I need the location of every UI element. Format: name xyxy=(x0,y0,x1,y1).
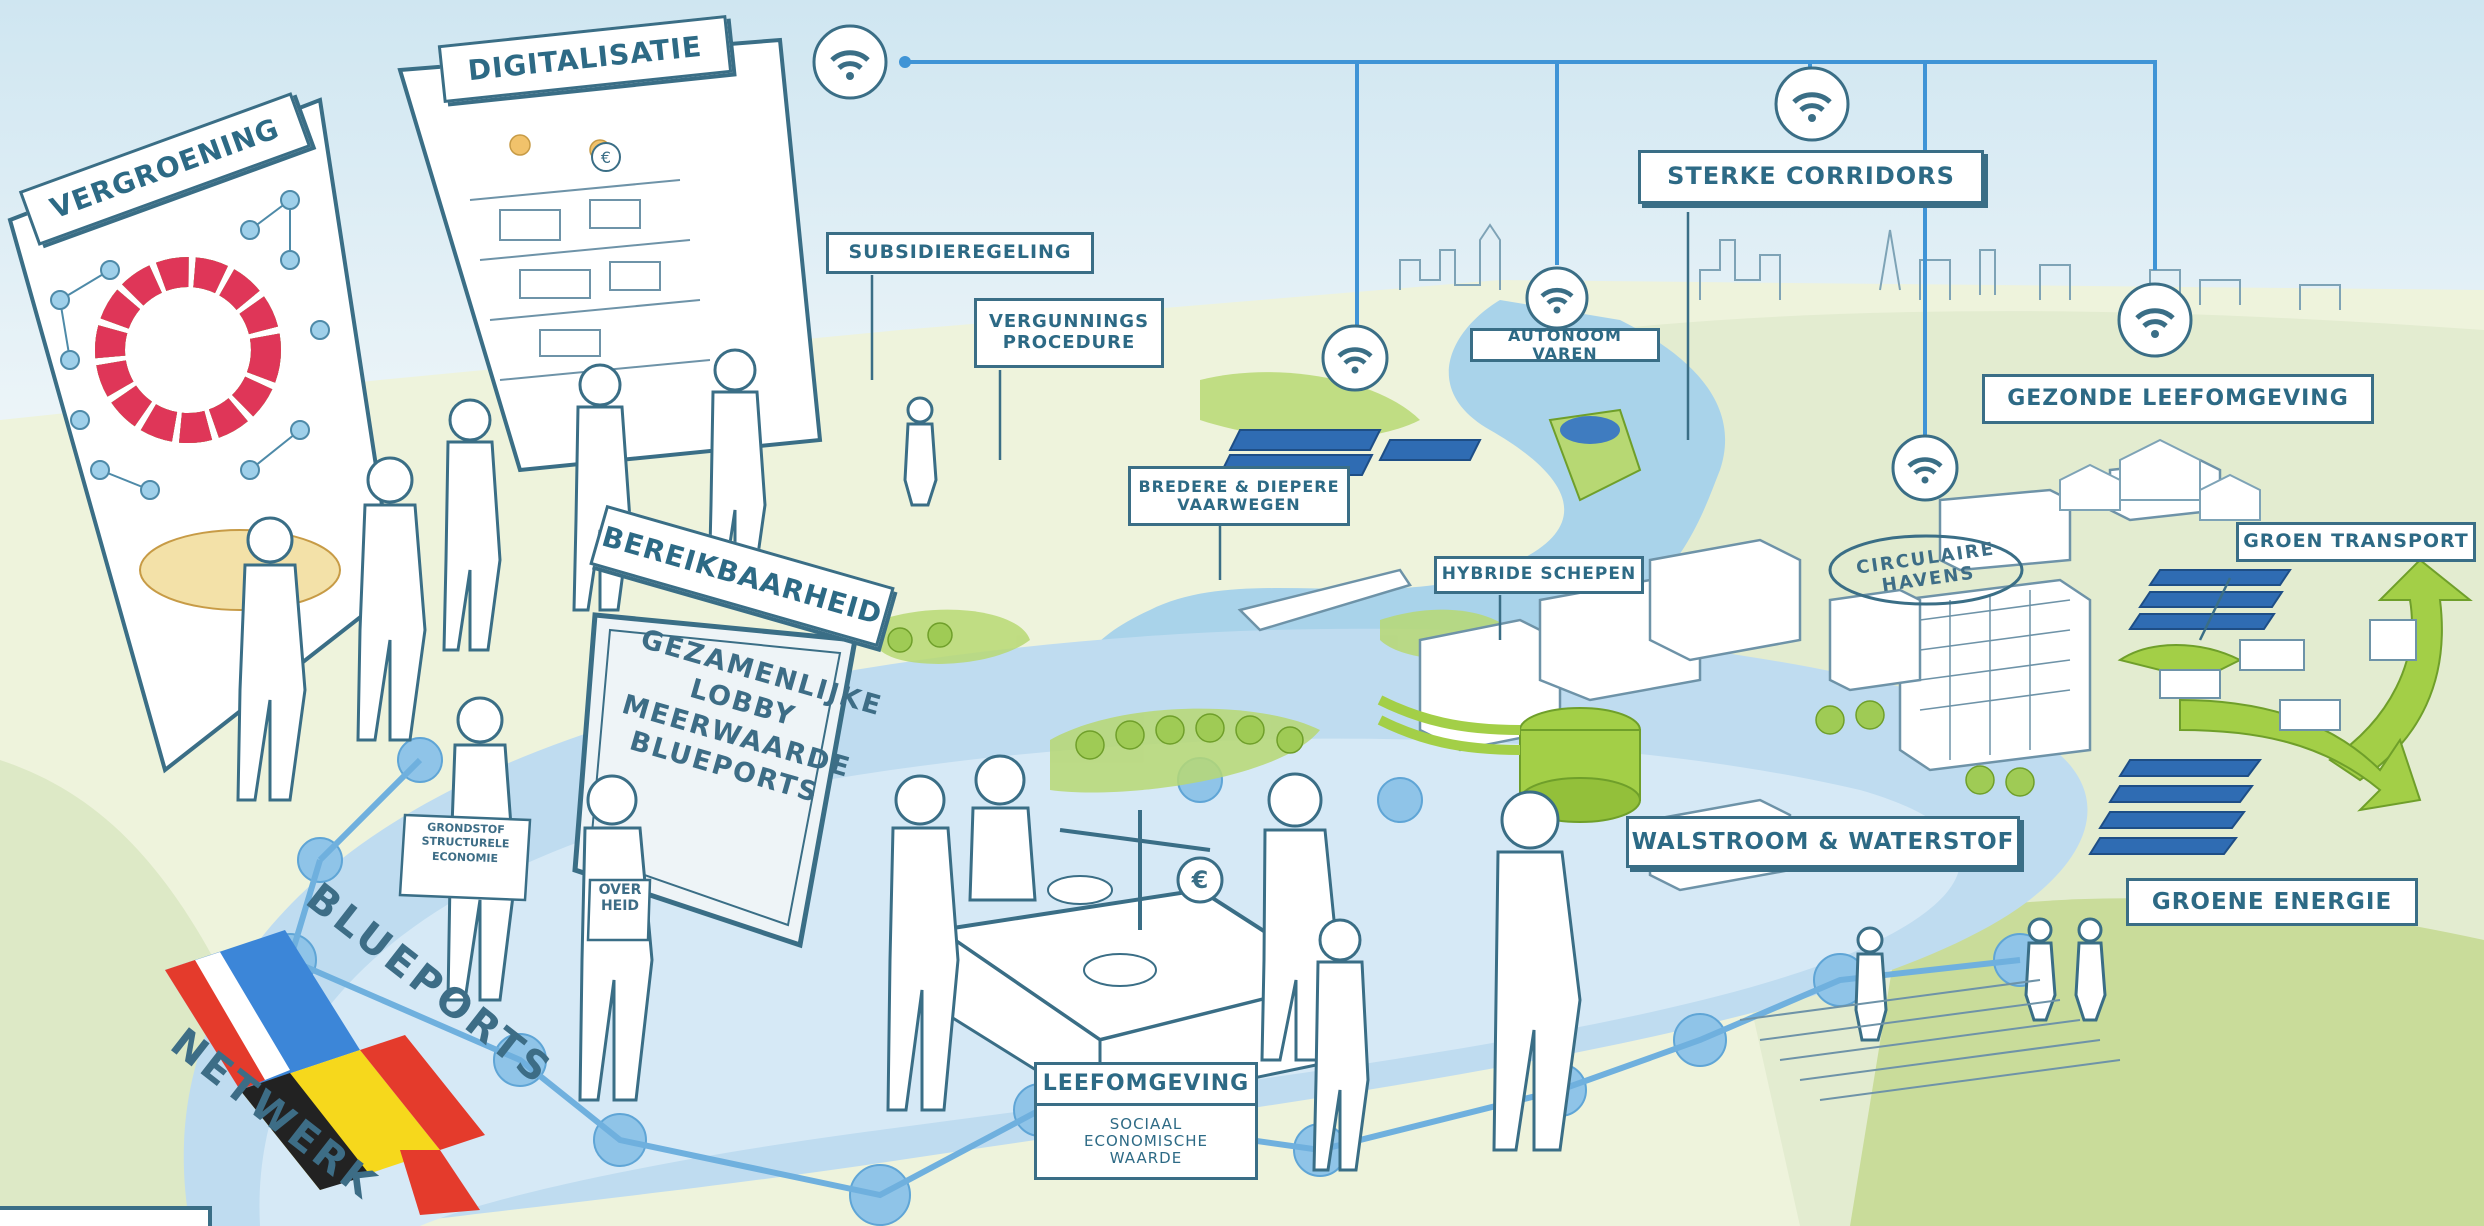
euro-icon: € xyxy=(591,142,621,172)
person xyxy=(1854,926,1888,1042)
wifi-icon xyxy=(1525,266,1589,330)
trucks xyxy=(2159,619,2417,731)
flag-puzzle-icon xyxy=(165,930,485,1215)
wifi-icon xyxy=(1774,66,1850,142)
vergunningsprocedure-label: VERGUNNINGS PROCEDURE xyxy=(974,298,1164,368)
gezonde-leefomgeving-label: GEZONDE LEEFOMGEVING xyxy=(1982,374,2374,424)
wifi-icon xyxy=(812,24,888,100)
svg-text:€: € xyxy=(601,148,611,167)
houses xyxy=(2059,438,2261,521)
sterke-corridors-label: STERKE CORRIDORS xyxy=(1638,150,1984,204)
svg-text:€: € xyxy=(1191,866,1209,894)
wifi-icon xyxy=(1321,324,1389,392)
pipes xyxy=(1377,695,1521,755)
wifi-line-node xyxy=(899,56,911,68)
autonoom-varen-label: AUTONOOM VAREN xyxy=(1470,326,1660,363)
person xyxy=(903,396,938,507)
molecule-network xyxy=(50,190,330,500)
ships xyxy=(1237,408,1642,632)
wifi-network-lines xyxy=(905,60,2157,445)
trees xyxy=(887,622,2035,797)
person xyxy=(1312,918,1370,1172)
grondstof-sign-text: GRONDSTOF STRUCTURELE ECONOMIE xyxy=(421,820,510,865)
person xyxy=(236,516,307,802)
overheid-sign-text: OVER HEID xyxy=(598,882,642,914)
hybride-schepen-label: HYBRIDE SCHEPEN xyxy=(1434,556,1644,594)
label-pointers xyxy=(870,212,2232,641)
wifi-icon xyxy=(1891,434,1959,502)
person xyxy=(356,456,427,742)
corner-frame xyxy=(0,1206,212,1226)
person xyxy=(968,754,1037,902)
groen-transport-label: GROEN TRANSPORT xyxy=(2236,522,2476,562)
euro-icon: € xyxy=(1176,856,1224,904)
subsidieregeling-label: SUBSIDIEREGELING xyxy=(826,232,1094,274)
staircase xyxy=(1739,979,2121,1101)
wifi-icon xyxy=(2117,282,2193,358)
walstroom-waterstof-label: WALSTROOM & WATERSTOF xyxy=(1626,816,2020,868)
sdg-wheel-icon xyxy=(95,257,281,443)
circular-arrows-icon xyxy=(1828,534,2024,606)
sociaal-economische-waarde-label: SOCIAAL ECONOMISCHE WAARDE xyxy=(1034,1106,1258,1180)
sign-boards xyxy=(398,813,652,942)
person xyxy=(886,774,960,1112)
map-fragment xyxy=(139,529,341,611)
person xyxy=(707,348,767,592)
person xyxy=(442,398,502,652)
person xyxy=(1492,790,1582,1152)
leefomgeving-label: LEEFOMGEVING xyxy=(1034,1062,1258,1106)
building-windows xyxy=(1919,590,2071,760)
groene-energie-label: GROENE ENERGIE xyxy=(2126,878,2418,926)
person xyxy=(2074,917,2107,1022)
bredere-diepere-vaarwegen-label: BREDERE & DIEPERE VAARWEGEN xyxy=(1128,466,1350,526)
